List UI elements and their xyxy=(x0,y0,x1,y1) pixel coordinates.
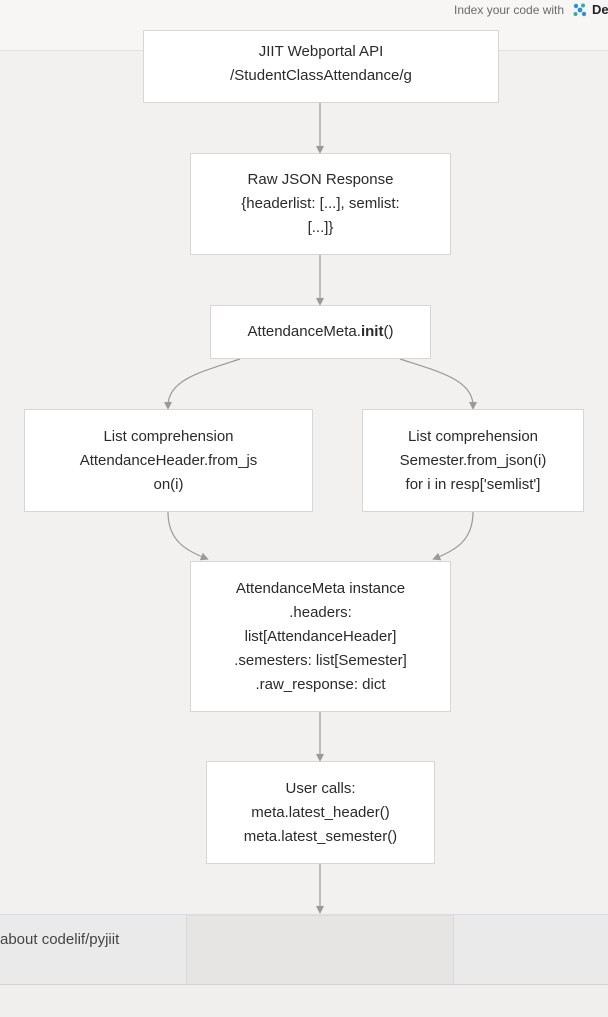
about-repo-text[interactable]: about codelif/pyjiit xyxy=(0,931,120,948)
node-instance-line-2: .headers: xyxy=(289,603,352,621)
node-jiit-webportal-api: JIIT Webportal API /StudentClassAttendan… xyxy=(143,30,499,103)
node-list-comprehension-headers: List comprehension AttendanceHeader.from… xyxy=(24,409,313,512)
edge-semesters-to-instance xyxy=(432,511,474,561)
edge-init-to-semesters xyxy=(399,358,477,410)
node-init-bold: init xyxy=(360,323,384,340)
brand-name[interactable]: De xyxy=(592,2,608,17)
node-user-line-3: meta.latest_semester() xyxy=(243,827,398,845)
node-semesters-line-2: Semester.from_json(i) xyxy=(399,451,547,469)
node-headers-line-1: List comprehension xyxy=(103,427,234,445)
node-user-line-2: meta.latest_header() xyxy=(251,803,390,821)
node-headers-line-3: on(i) xyxy=(153,475,184,493)
node-api-line-1: JIIT Webportal API xyxy=(258,43,384,60)
node-raw-line-1: Raw JSON Response xyxy=(247,171,394,188)
node-attendancemeta-instance: AttendanceMeta instance .headers: list[A… xyxy=(190,561,451,712)
node-semesters-line-3: for i in resp['semlist'] xyxy=(405,475,541,493)
node-raw-line-2: {headerlist: [...], semlist: xyxy=(241,195,400,212)
node-instance-line-3: list[AttendanceHeader] xyxy=(244,627,397,645)
edge-init-to-headers xyxy=(164,358,241,410)
ask-bar[interactable]: about codelif/pyjiit xyxy=(0,914,608,985)
node-raw-line-3: [...]} xyxy=(307,219,334,236)
obscured-next-node xyxy=(186,915,454,985)
deepwiki-logo-icon[interactable] xyxy=(572,2,588,18)
node-api-line-2: /StudentClassAttendance/g xyxy=(230,67,412,84)
footer-bar xyxy=(0,984,608,1017)
node-raw-json-response: Raw JSON Response {headerlist: [...], se… xyxy=(190,153,451,255)
node-attendancemeta-init: AttendanceMeta.init() xyxy=(210,305,431,359)
node-init-text: AttendanceMeta.init() xyxy=(248,320,394,344)
node-user-calls: User calls: meta.latest_header() meta.la… xyxy=(206,761,435,864)
index-your-code-text: Index your code with xyxy=(454,3,565,17)
edge-headers-to-instance xyxy=(167,511,209,561)
node-list-comprehension-semesters: List comprehension Semester.from_json(i)… xyxy=(362,409,584,512)
node-semesters-line-1: List comprehension xyxy=(407,427,539,445)
node-instance-line-5: .raw_response: dict xyxy=(255,675,386,693)
node-init-prefix: AttendanceMeta. xyxy=(247,323,361,340)
node-instance-line-4: .semesters: list[Semester] xyxy=(234,651,407,669)
node-instance-line-1: AttendanceMeta instance xyxy=(235,579,406,597)
node-init-suffix: () xyxy=(383,323,394,340)
node-headers-line-2: AttendanceHeader.from_js xyxy=(79,451,258,469)
node-user-line-1: User calls: xyxy=(285,779,356,797)
